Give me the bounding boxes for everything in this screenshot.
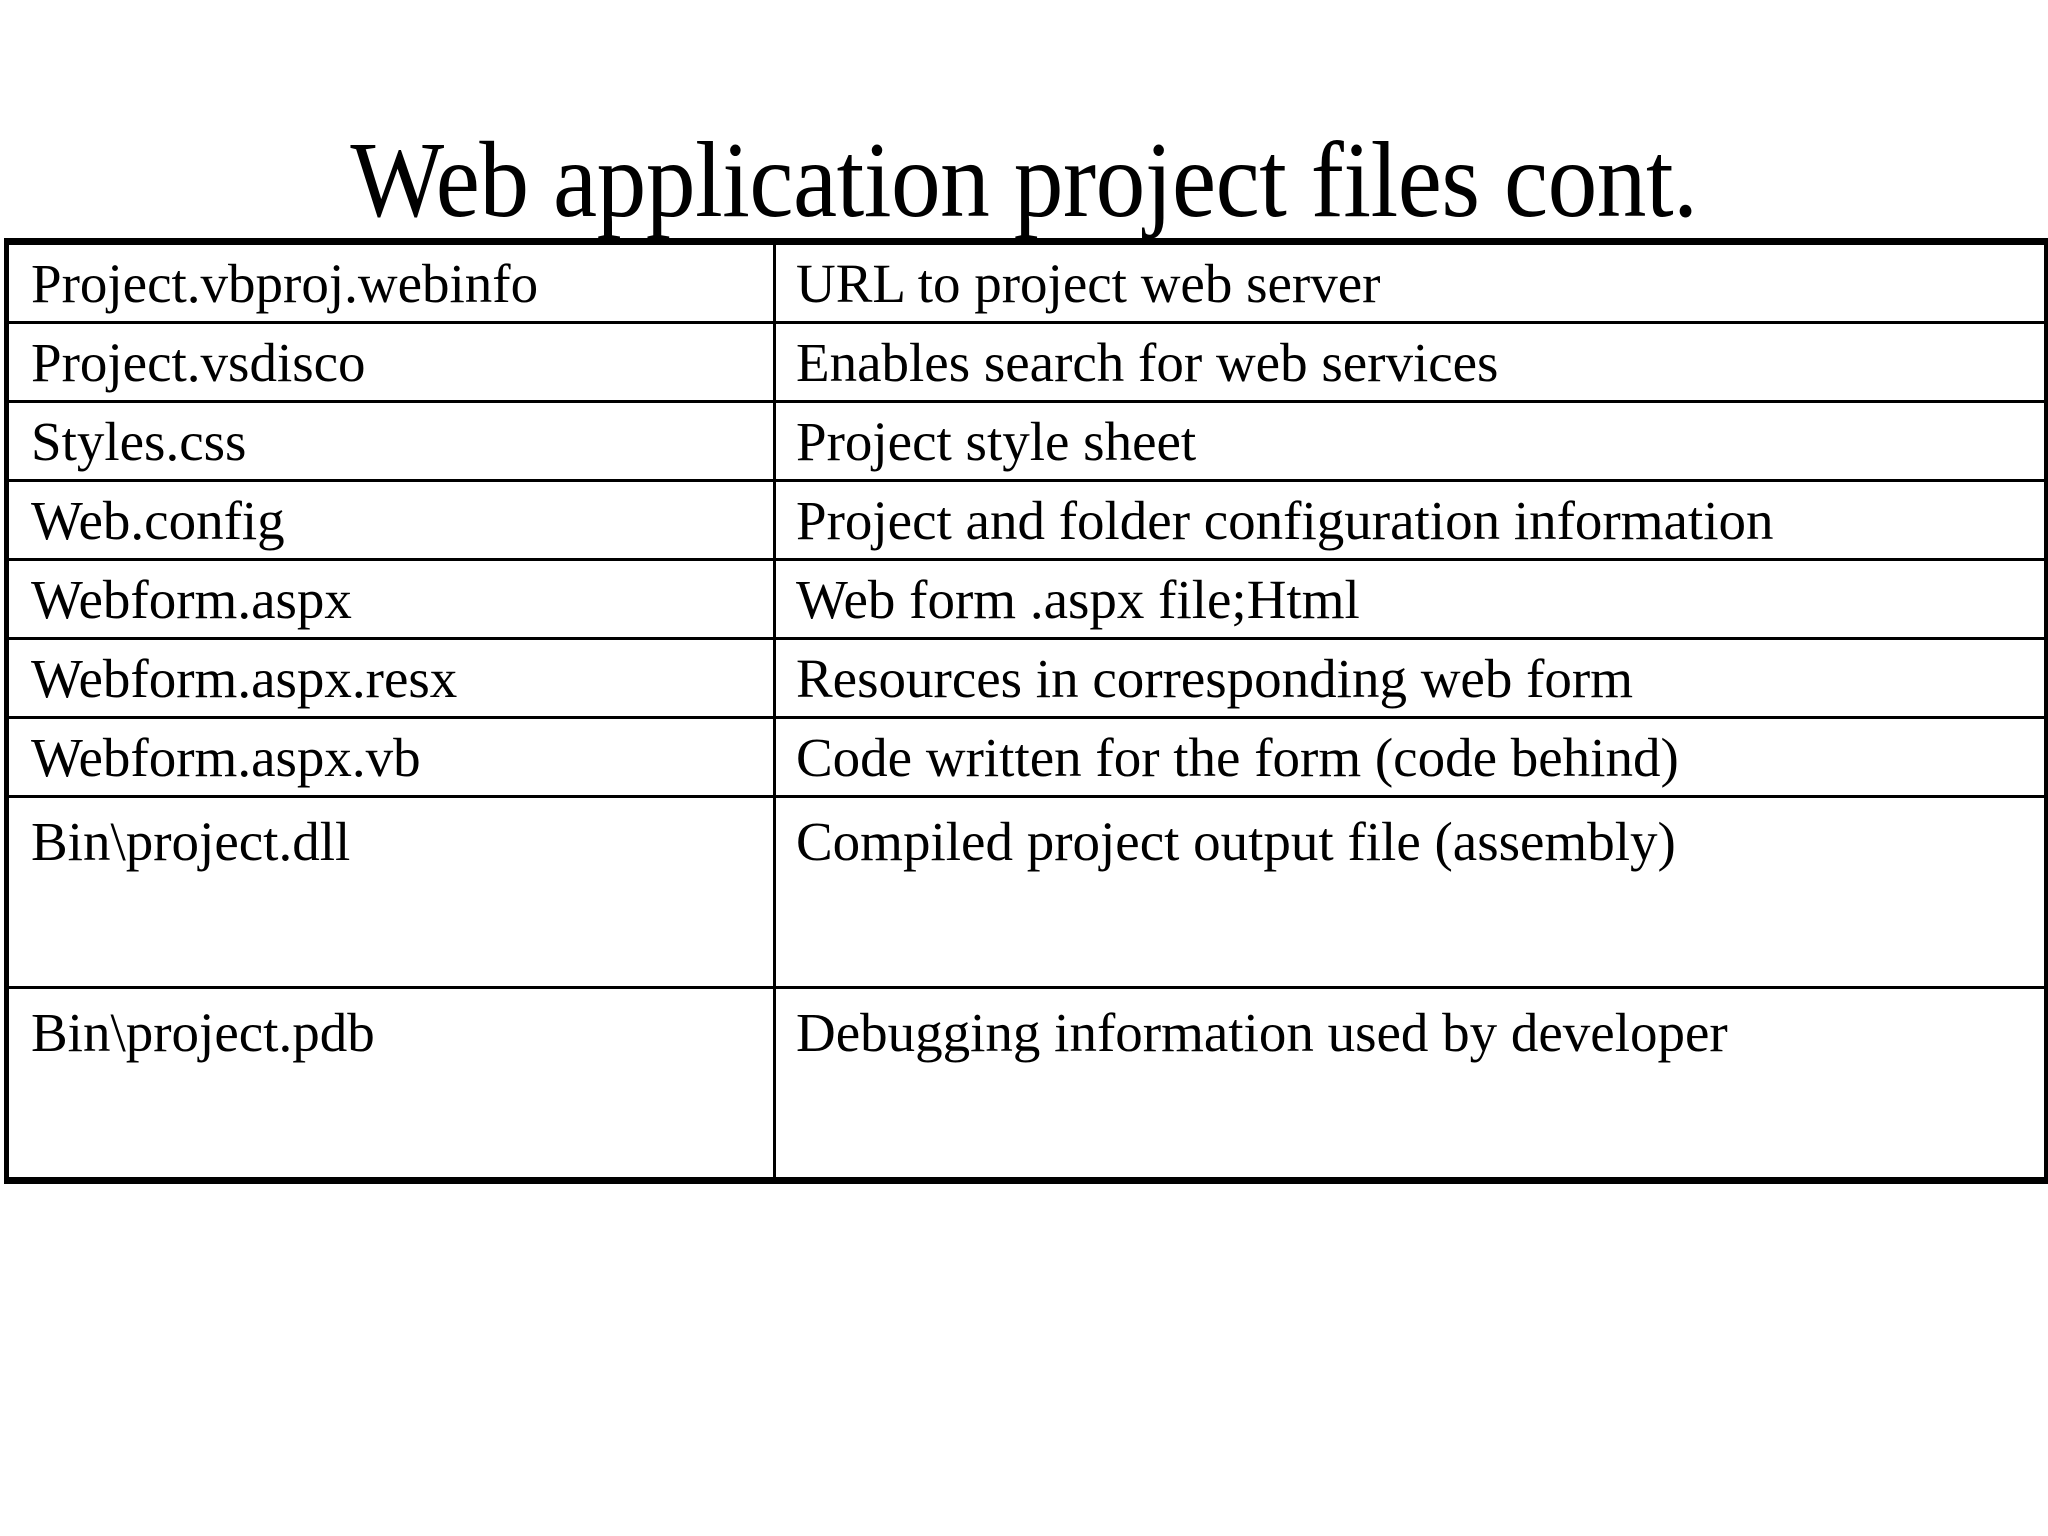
table-row: Styles.css Project style sheet <box>6 401 2047 481</box>
cell-file-description: Web form .aspx file;Html <box>775 560 2047 639</box>
cell-file-name: Bin\project.pdb <box>6 987 776 1181</box>
cell-file-name: Project.vbproj.webinfo <box>6 241 776 323</box>
cell-file-description: Compiled project output file (assembly) <box>775 797 2047 988</box>
table-row: Webform.aspx.vb Code written for the form… <box>6 717 2047 797</box>
cell-file-description: Code written for the form (code behind) <box>775 718 2047 797</box>
cell-file-name: Webform.aspx.vb <box>6 717 776 797</box>
file-description-text: URL to project web server <box>796 252 1381 314</box>
file-description-text: Project style sheet <box>796 410 1197 472</box>
cell-file-description: URL to project web server <box>775 242 2047 323</box>
cell-file-name: Web.config <box>6 480 776 560</box>
table-row: Web.config Project and folder configurati… <box>6 480 2047 560</box>
file-name-text: Webform.aspx <box>31 568 352 630</box>
file-name-text: Styles.css <box>31 410 247 472</box>
file-description-text: Compiled project output file (assembly) <box>796 811 1676 872</box>
page-title: Web application project files cont. <box>350 121 1698 241</box>
file-description-text: Resources in corresponding web form <box>796 647 1634 709</box>
file-name-text: Webform.aspx.resx <box>31 647 458 709</box>
cell-file-name: Webform.aspx.resx <box>6 638 776 718</box>
file-description-text: Project and folder configuration informa… <box>796 489 1774 551</box>
cell-file-description: Enables search for web services <box>775 323 2047 402</box>
table-row: Webform.aspx.resx Resources in correspond… <box>6 638 2047 718</box>
file-description-text: Enables search for web services <box>796 331 1499 393</box>
file-name-text: Bin\project.pdb <box>31 1002 375 1063</box>
table-row: Bin\project.pdb Debugging information use… <box>6 987 2047 1181</box>
file-description-text: Code written for the form (code behind) <box>796 726 1679 788</box>
file-name-text: Project.vbproj.webinfo <box>31 252 539 314</box>
table-row: Project.vbproj.webinfo URL to project web… <box>6 241 2047 323</box>
cell-file-description: Project style sheet <box>775 402 2047 481</box>
table-body: Project.vbproj.webinfo URL to project web… <box>6 241 2047 1181</box>
file-description-text: Debugging information used by developer <box>796 1002 1728 1063</box>
project-files-table: Project.vbproj.webinfo URL to project web… <box>4 238 2048 1184</box>
table-row: Project.vsdisco Enables search for web se… <box>6 322 2047 402</box>
cell-file-name: Webform.aspx <box>6 559 776 639</box>
table-row: Bin\project.dll Compiled project output f… <box>6 796 2047 988</box>
file-name-text: Project.vsdisco <box>31 331 366 393</box>
table-row: Webform.aspx Web form .aspx file;Html <box>6 559 2047 639</box>
file-name-text: Web.config <box>31 489 285 551</box>
cell-file-name: Styles.css <box>6 401 776 481</box>
file-name-text: Webform.aspx.vb <box>31 726 421 788</box>
cell-file-description: Resources in corresponding web form <box>775 639 2047 718</box>
cell-file-description: Debugging information used by developer <box>775 988 2047 1181</box>
cell-file-name: Bin\project.dll <box>6 796 776 988</box>
cell-file-description: Project and folder configuration informa… <box>775 481 2047 560</box>
file-description-text: Web form .aspx file;Html <box>796 568 1360 630</box>
file-name-text: Bin\project.dll <box>31 811 351 872</box>
cell-file-name: Project.vsdisco <box>6 322 776 402</box>
